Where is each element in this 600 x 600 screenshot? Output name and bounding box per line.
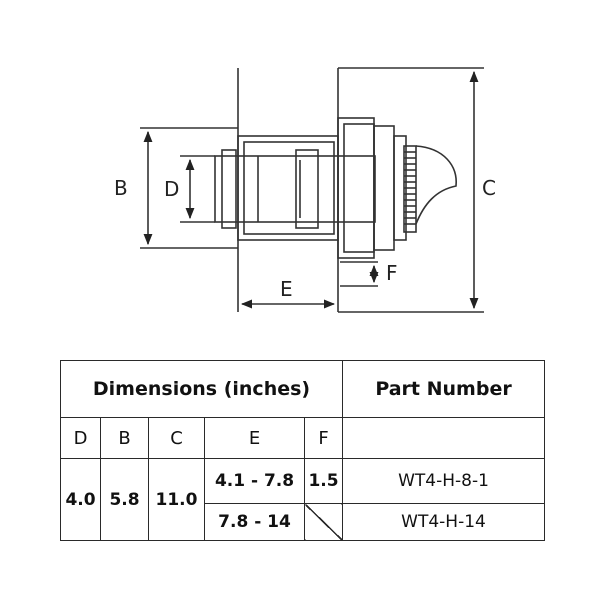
hub-step-1 — [373, 125, 395, 251]
col-c-header: C — [148, 417, 205, 459]
col-b-header: B — [100, 417, 149, 459]
label-b: B — [114, 176, 128, 200]
cell-d: 4.0 — [60, 458, 101, 541]
part-number-header: Part Number — [342, 360, 546, 418]
col-part-blank — [342, 417, 546, 459]
cell-b: 5.8 — [100, 458, 149, 541]
end-cap — [415, 145, 457, 225]
cell-e-row1: 4.1 - 7.8 — [204, 458, 305, 504]
col-e-header: E — [204, 417, 305, 459]
pipe-collar-left — [221, 149, 237, 229]
col-d-header: D — [60, 417, 101, 459]
pipe-collar-right — [295, 149, 319, 229]
label-f: F — [386, 261, 398, 285]
cell-f-row2-empty — [303, 503, 344, 541]
dimensions-header: Dimensions (inches) — [59, 360, 344, 418]
plate-body — [237, 135, 339, 241]
hub-inner — [343, 123, 375, 253]
label-d: D — [164, 177, 179, 201]
plate-inner — [243, 141, 335, 235]
dimensions-table: Dimensions (inches) Part Number D B C E … — [59, 360, 546, 541]
thread-section — [403, 145, 417, 233]
col-f-header: F — [303, 417, 344, 459]
pipe-body — [214, 155, 376, 223]
cell-e-row2: 7.8 - 14 — [204, 503, 305, 541]
cell-f-row1: 1.5 — [303, 458, 344, 504]
cell-part-row2: WT4-H-14 — [342, 503, 546, 541]
label-e: E — [280, 277, 293, 301]
label-c: C — [482, 176, 496, 200]
technical-drawing: B D C E F — [114, 67, 496, 313]
cell-part-row1: WT4-H-8-1 — [342, 458, 546, 504]
cell-c: 11.0 — [148, 458, 205, 541]
